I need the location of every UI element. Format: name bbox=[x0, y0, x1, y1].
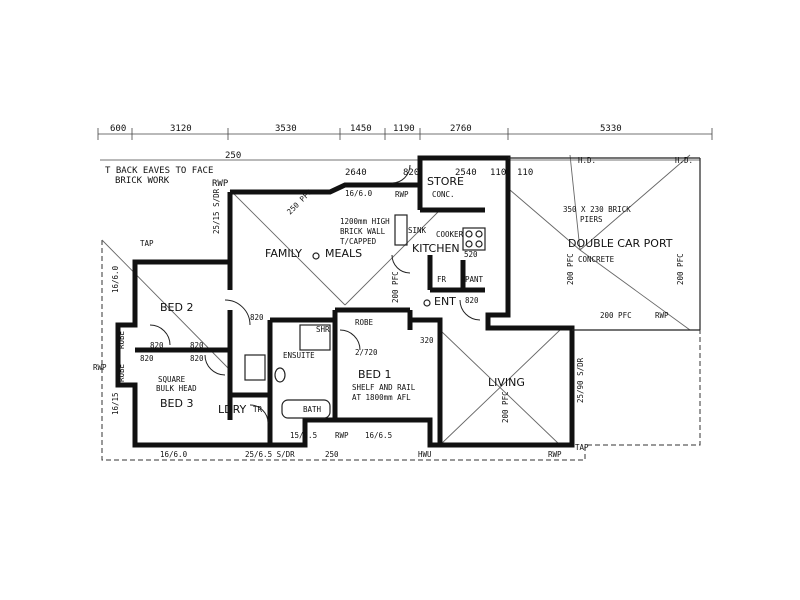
dim-110-a: 110 bbox=[490, 168, 506, 178]
room-kitchen: KITCHEN bbox=[412, 242, 460, 255]
room-bed1: BED 1 bbox=[358, 368, 391, 381]
dim-820-top: 820 bbox=[403, 168, 419, 178]
label-200pfc-carport-v: 200 PFC bbox=[566, 253, 575, 285]
label-shower: SHR bbox=[316, 325, 330, 334]
dim-3530: 3530 bbox=[275, 124, 297, 134]
label-200pfc-kitchen: 200 PFC bbox=[391, 271, 400, 303]
label-tap-living: TAP bbox=[575, 443, 589, 452]
label-tap-left: TAP bbox=[140, 239, 154, 248]
dim-250: 250 bbox=[225, 151, 241, 161]
bathroom-fixtures bbox=[244, 324, 331, 419]
room-entry: ENT bbox=[434, 295, 456, 308]
dim-600: 600 bbox=[110, 124, 126, 134]
label-hd-2: H.D. bbox=[675, 156, 693, 165]
room-robe-bed1: ROBE bbox=[355, 318, 374, 327]
dim-5330: 5330 bbox=[600, 124, 622, 134]
label-820-bath: 820 bbox=[190, 341, 204, 350]
label-820-bed2: 820 bbox=[150, 341, 164, 350]
room-living: LIVING bbox=[488, 376, 525, 389]
dim-3120: 3120 bbox=[170, 124, 192, 134]
note-eaves-2: BRICK WORK bbox=[115, 176, 170, 186]
label-200pfc-carport-r: 200 PFC bbox=[676, 253, 685, 285]
note-concrete: CONCRETE bbox=[578, 255, 615, 264]
label-fridge: FR bbox=[437, 275, 447, 284]
label-2720: 2/720 bbox=[355, 348, 378, 357]
label-rwp-living: RWP bbox=[548, 450, 562, 459]
dim-110-b: 110 bbox=[517, 168, 533, 178]
label-820-hall2: 820 bbox=[190, 354, 204, 363]
room-bath: BATH bbox=[303, 405, 322, 414]
label-sink: SINK bbox=[408, 226, 427, 235]
note-eaves: T BACK EAVES TO FACE bbox=[105, 166, 213, 176]
light-point bbox=[312, 252, 320, 260]
label-w16-bed2: 16/6.0 bbox=[111, 265, 120, 293]
label-hd-1: H.D. bbox=[578, 156, 596, 165]
note-brick-wall-2: BRICK WALL bbox=[340, 227, 386, 236]
label-sdr-living: 25/90 S/DR bbox=[576, 357, 585, 403]
room-car-port: DOUBLE CAR PORT bbox=[568, 237, 673, 250]
room-bed3: BED 3 bbox=[160, 397, 193, 410]
label-rwp-meals: RWP bbox=[395, 190, 409, 199]
label-520: 520 bbox=[464, 250, 478, 259]
label-rwp-carport: RWP bbox=[655, 311, 669, 320]
label-820-hall: 820 bbox=[250, 313, 264, 322]
label-w16-bottom: 16/6.0 bbox=[160, 450, 188, 459]
room-ensuite: ENSUITE bbox=[283, 351, 315, 360]
dim-2760: 2760 bbox=[450, 124, 472, 134]
label-820-ent: 820 bbox=[465, 296, 479, 305]
label-200pfc-carport: 200 PFC bbox=[600, 311, 632, 320]
kitchen-fixtures bbox=[391, 214, 486, 274]
room-family: FAMILY bbox=[265, 247, 302, 260]
note-bulkhead-2: BULK HEAD bbox=[156, 384, 197, 393]
interior-walls bbox=[135, 207, 485, 445]
room-store: STORE bbox=[427, 175, 464, 188]
note-store-conc: CONC. bbox=[432, 190, 455, 199]
label-250-bottom: 250 bbox=[325, 450, 339, 459]
label-trough: TR bbox=[253, 405, 263, 414]
dim-1450: 1450 bbox=[350, 124, 372, 134]
label-w16-meals: 16/6.0 bbox=[345, 189, 373, 198]
label-200pfc-living: 200 PFC bbox=[501, 391, 510, 423]
car-port: DOUBLE CAR PORT CONCRETE 350 X 230 BRICK… bbox=[508, 156, 701, 331]
note-shelf-1: SHELF AND RAIL bbox=[352, 383, 416, 392]
room-laundry: LDRY bbox=[218, 403, 247, 416]
label-sdr-bottom: 25/6.5 S/DR bbox=[245, 450, 295, 459]
note-brick-wall-3: T/CAPPED bbox=[340, 237, 377, 246]
note-shelf-2: AT 1800mm AFL bbox=[352, 393, 411, 402]
dim-2640: 2640 bbox=[345, 168, 367, 178]
room-robe-bed2: ROBE bbox=[117, 330, 126, 349]
label-hwu: HWU bbox=[418, 450, 432, 459]
note-piers-1: 350 X 230 BRICK bbox=[563, 205, 631, 214]
top-dimension-line: 600 3120 3530 1450 1190 2760 5330 250 26… bbox=[97, 124, 713, 178]
label-rwp-bottom: RWP bbox=[335, 431, 349, 440]
dim-2540: 2540 bbox=[455, 168, 477, 178]
label-320: 320 bbox=[420, 336, 434, 345]
dim-1190: 1190 bbox=[393, 124, 415, 134]
roof-outline bbox=[101, 154, 701, 461]
label-cooker: COOKER bbox=[436, 230, 464, 239]
room-bed2: BED 2 bbox=[160, 301, 193, 314]
label-sdr-left: 25/15 S/DR bbox=[212, 188, 221, 234]
note-bulkhead-1: SQUARE bbox=[158, 375, 186, 384]
label-w16-bed3: 16/15 bbox=[111, 392, 120, 415]
room-meals: MEALS bbox=[325, 247, 362, 260]
label-pantry: PANT bbox=[465, 275, 484, 284]
label-156: 15/6.5 bbox=[290, 431, 317, 440]
note-piers-2: PIERS bbox=[580, 215, 603, 224]
note-rwp-top: RWP bbox=[212, 179, 229, 189]
label-165: 16/6.5 bbox=[365, 431, 392, 440]
note-brick-wall-1: 1200mm HIGH bbox=[340, 217, 390, 226]
room-robe-bed3: ROBE bbox=[117, 363, 126, 382]
label-820-bed3: 820 bbox=[140, 354, 154, 363]
door-swings bbox=[149, 164, 481, 424]
exterior-walls bbox=[115, 155, 575, 448]
entry-light bbox=[423, 299, 431, 307]
label-rwp-left: RWP bbox=[93, 363, 107, 372]
